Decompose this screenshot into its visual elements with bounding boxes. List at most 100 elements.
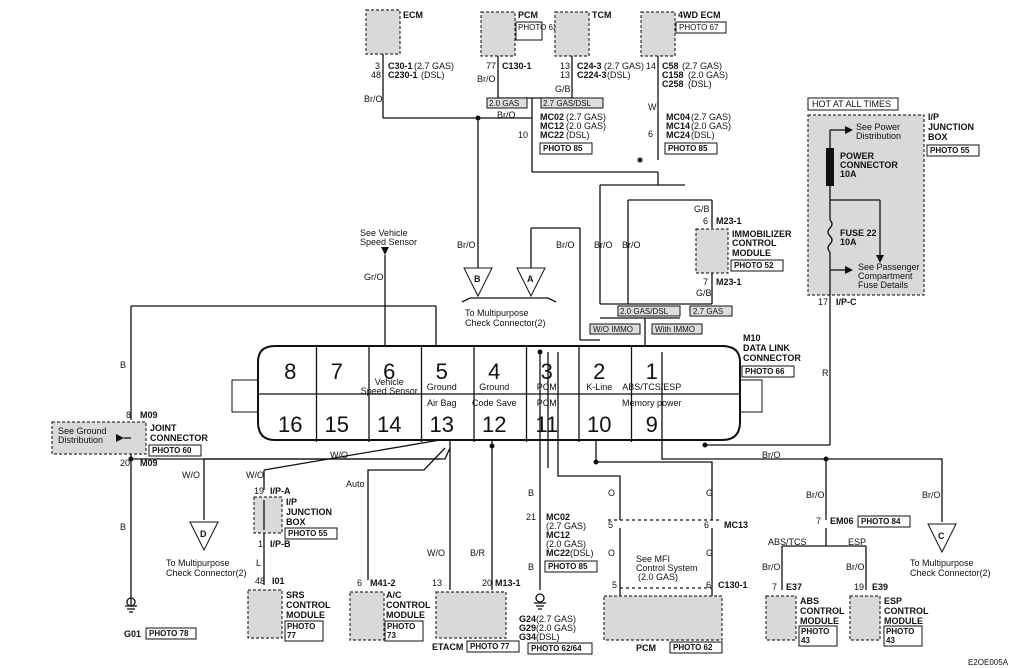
- svg-text:G: G: [706, 488, 713, 498]
- svg-text:R: R: [822, 368, 829, 378]
- svg-text:4WD ECM: 4WD ECM: [678, 10, 721, 20]
- svg-text:MC02: MC02: [540, 112, 564, 122]
- svg-text:ABS/TCS: ABS/TCS: [768, 537, 807, 547]
- svg-text:PHOTO 60: PHOTO 60: [152, 446, 192, 455]
- svg-text:10A: 10A: [840, 237, 857, 247]
- svg-text:A: A: [527, 274, 534, 284]
- svg-text:B: B: [120, 522, 126, 532]
- svg-text:I/P-C: I/P-C: [836, 297, 857, 307]
- svg-text:6: 6: [704, 520, 709, 530]
- dlc-pin-2-label: K-Line: [586, 382, 612, 392]
- svg-text:(DSL): (DSL): [566, 130, 590, 140]
- svg-text:PHOTO 84: PHOTO 84: [861, 517, 901, 526]
- svg-text:PHOTO: PHOTO: [287, 622, 315, 631]
- svg-text:JUNCTION: JUNCTION: [286, 507, 332, 517]
- svg-text:Distribution: Distribution: [856, 131, 901, 141]
- svg-text:I01: I01: [272, 576, 285, 586]
- svg-text:8: 8: [126, 410, 131, 420]
- svg-text:13: 13: [560, 61, 570, 71]
- svg-text:CONTROL: CONTROL: [884, 606, 929, 616]
- svg-text:W/O: W/O: [182, 470, 200, 480]
- svg-text:G29: G29: [519, 623, 536, 633]
- svg-text:5: 5: [608, 520, 613, 530]
- dlc-pin-8: 8: [284, 359, 296, 384]
- srs-control-module: 48 I01 SRS CONTROL MODULE PHOTO 77: [247, 576, 331, 642]
- svg-text:BOX: BOX: [286, 517, 306, 527]
- svg-text:PHOTO 85: PHOTO 85: [543, 144, 583, 153]
- svg-text:Br/O: Br/O: [762, 562, 781, 572]
- svg-text:C224-3: C224-3: [577, 70, 607, 80]
- svg-text:(2.0 GAS): (2.0 GAS): [638, 572, 678, 582]
- svg-text:19: 19: [254, 486, 264, 496]
- svg-text:JOINT: JOINT: [150, 423, 177, 433]
- svg-text:A/C: A/C: [386, 590, 402, 600]
- svg-text:(DSL): (DSL): [421, 70, 445, 80]
- svg-text:(DSL): (DSL): [570, 548, 594, 558]
- svg-text:MODULE: MODULE: [386, 610, 425, 620]
- svg-text:M23-1: M23-1: [716, 216, 742, 226]
- dlc-pin-13: 13: [430, 412, 454, 437]
- svg-text:W/O: W/O: [427, 548, 445, 558]
- svg-text:Br/O: Br/O: [556, 240, 575, 250]
- svg-text:See Vehicle: See Vehicle: [360, 228, 408, 238]
- svg-text:DATA LINK: DATA LINK: [743, 343, 790, 353]
- svg-text:I/P: I/P: [286, 497, 297, 507]
- svg-text:C30-1: C30-1: [388, 61, 413, 71]
- svg-text:Check Connector(2): Check Connector(2): [465, 318, 546, 328]
- svg-text:PHOTO 55: PHOTO 55: [930, 146, 970, 155]
- svg-text:PHOTO: PHOTO: [886, 627, 914, 636]
- svg-text:G24: G24: [519, 614, 536, 624]
- svg-text:PHOTO 85: PHOTO 85: [548, 562, 588, 571]
- svg-text:M41-2: M41-2: [370, 578, 396, 588]
- ip-junction-box-a: 19 I/P-A I/P JUNCTION BOX PHOTO 55 1 I/P…: [253, 486, 338, 585]
- svg-text:ESP: ESP: [884, 596, 902, 606]
- dlc-pin-12: 12: [482, 412, 506, 437]
- pcm-bottom-module: O G 5 6 MC13 O G See MFI Control System …: [557, 352, 748, 654]
- svg-text:Distribution: Distribution: [58, 435, 103, 445]
- dlc-pin-4-label: Ground: [479, 382, 509, 392]
- etacm-module: B/R 13 20 M13-1 ETACM PHOTO 77: [432, 440, 521, 653]
- svg-text:MC12: MC12: [546, 530, 570, 540]
- svg-text:PHOTO: PHOTO: [801, 627, 829, 636]
- svg-text:G: G: [706, 548, 713, 558]
- abs-control-module: 7 E37 ABS CONTROL MODULE PHOTO 43: [765, 582, 845, 647]
- dlc-pin-5: 5: [436, 359, 448, 384]
- svg-text:TCM: TCM: [592, 10, 612, 20]
- dlc-pin-3: 3: [541, 359, 553, 384]
- svg-text:(2.7 GAS): (2.7 GAS): [414, 61, 454, 71]
- ac-control-module: 6 M41-2 A/C CONTROL MODULE PHOTO 73: [349, 578, 431, 642]
- dlc-pin-13-label: Air Bag: [427, 398, 457, 408]
- svg-text:Gr/O: Gr/O: [364, 272, 384, 282]
- dlc-pin-1: 1: [646, 359, 658, 384]
- svg-text:(2.0 GAS): (2.0 GAS): [536, 623, 576, 633]
- svg-text:ESP: ESP: [848, 537, 866, 547]
- svg-text:C24-3: C24-3: [577, 61, 602, 71]
- joint-connector: 8 M09 See Ground Distribution JOINT CONN…: [51, 410, 440, 640]
- svg-text:B: B: [120, 360, 126, 370]
- pcm-top-module: PCM PHOTO 62 77 C130-1 Br/O: [477, 10, 558, 98]
- ecm-4wd-module: 4WD ECM PHOTO 67 14 C58 (2.7 GAS) C158 (…: [640, 10, 728, 160]
- svg-text:PHOTO 62: PHOTO 62: [518, 23, 558, 32]
- svg-text:BOX: BOX: [928, 132, 948, 142]
- dlc-pin-5-label: Ground: [427, 382, 457, 392]
- dlc-pin-6: 6: [383, 359, 395, 384]
- svg-text:G/B: G/B: [555, 84, 571, 94]
- svg-text:W: W: [648, 102, 657, 112]
- svg-text:I/P-A: I/P-A: [270, 486, 291, 496]
- svg-text:PHOTO 55: PHOTO 55: [288, 529, 328, 538]
- svg-text:SRS: SRS: [286, 590, 305, 600]
- svg-text:JUNCTION: JUNCTION: [928, 122, 974, 132]
- svg-text:2.7 GAS: 2.7 GAS: [693, 307, 723, 316]
- svg-text:5: 5: [612, 580, 617, 590]
- svg-text:C158: C158: [662, 70, 684, 80]
- svg-text:Check Connector(2): Check Connector(2): [910, 568, 991, 578]
- svg-text:C130-1: C130-1: [502, 61, 532, 71]
- dlc-pin-14: 14: [377, 412, 401, 437]
- svg-text:MODULE: MODULE: [800, 616, 839, 626]
- svg-text:MODULE: MODULE: [286, 610, 325, 620]
- svg-text:PHOTO 52: PHOTO 52: [734, 261, 774, 270]
- svg-text:(2.0 GAS): (2.0 GAS): [691, 121, 731, 131]
- svg-text:G01: G01: [124, 629, 141, 639]
- svg-text:Compartment: Compartment: [858, 271, 913, 281]
